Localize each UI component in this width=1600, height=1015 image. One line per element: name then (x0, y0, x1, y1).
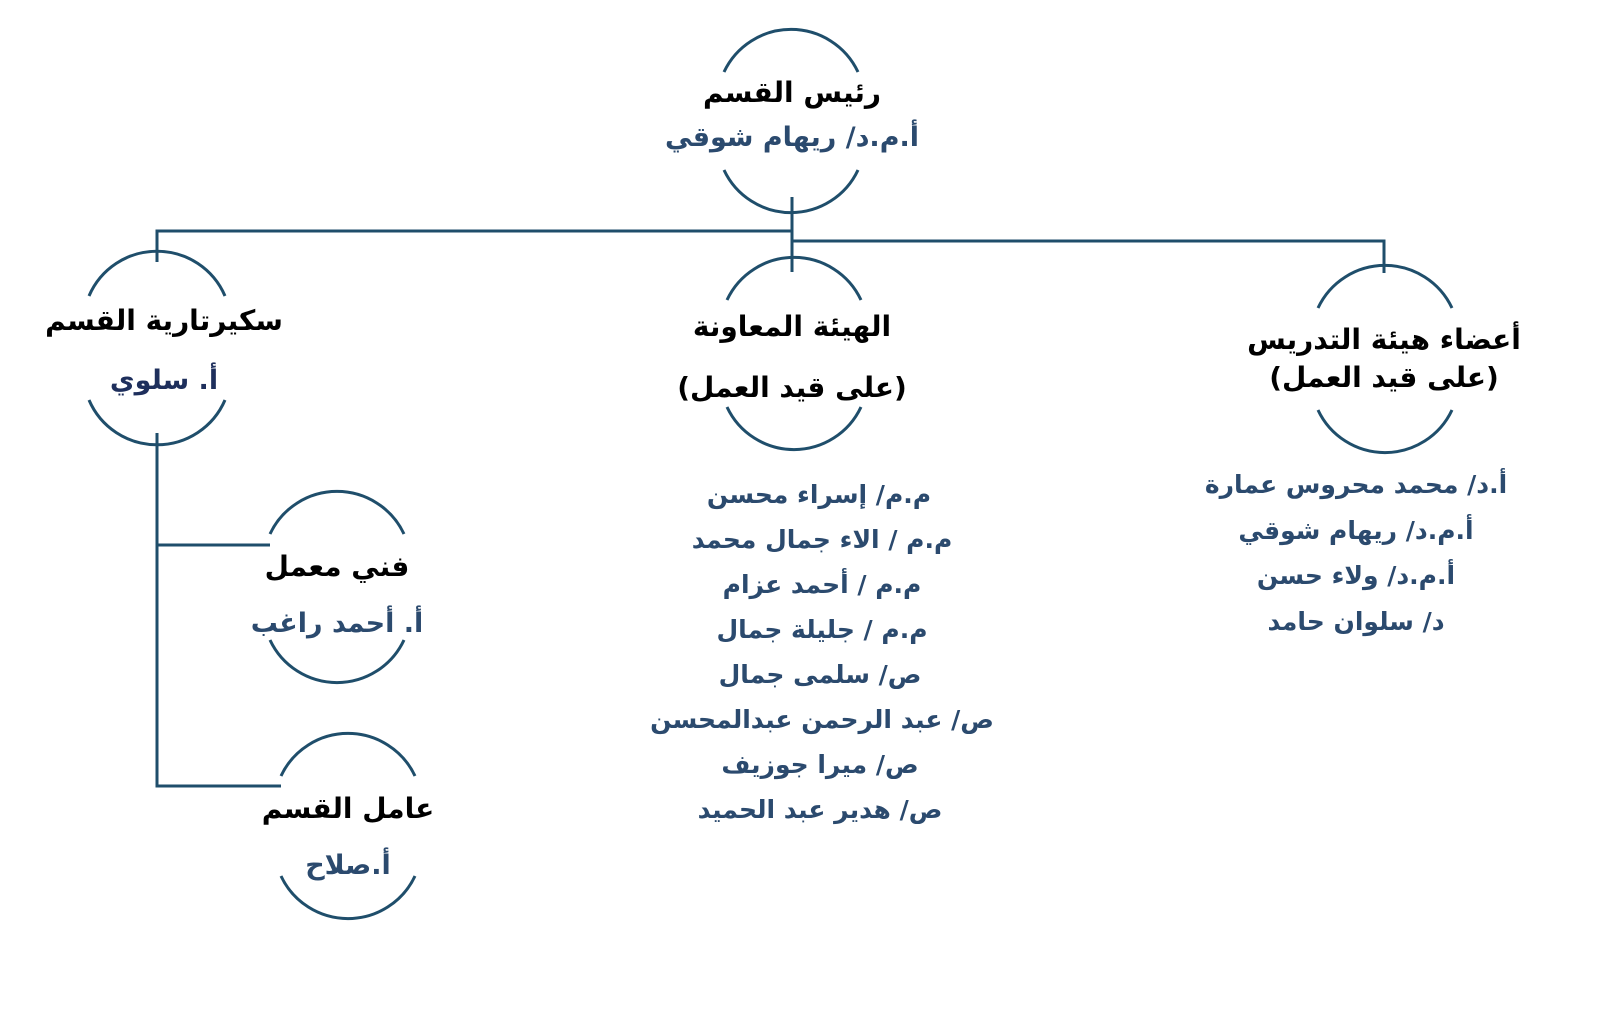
assistants-node-bottom-arc (725, 406, 863, 452)
assistants-member-3: م.م / أحمد عزام (722, 570, 922, 599)
connector-head-to-secretariat (155, 197, 794, 262)
worker-title: عامل القسم (261, 792, 435, 825)
head-title: رئيس القسم (702, 76, 882, 109)
faculty-member-4: د/ سلوان حامد (1267, 607, 1445, 636)
worker-node-bottom-arc (279, 875, 417, 921)
worker-name: أ.صلاح (305, 850, 391, 881)
assistants-node-top-arc (725, 255, 863, 301)
faculty-title: أعضاء هيئة التدريس (1247, 323, 1521, 356)
lab-node-top-arc (268, 489, 406, 535)
head-node-top-arc (722, 27, 860, 73)
assistants-member-6: ص/ عبد الرحمن عبدالمحسن (650, 705, 994, 734)
worker-node-top-arc (279, 731, 417, 777)
connector-secretariat-to-worker (155, 433, 281, 788)
assistants-member-5: ص/ سلمى جمال (718, 660, 922, 689)
faculty-subtitle: (على قيد العمل) (1269, 361, 1499, 394)
assistants-member-8: ص/ هدير عبد الحميد (697, 795, 943, 824)
assistants-member-2: م.م / الاء جمال محمد (691, 525, 953, 554)
secretariat-name: أ. سلوي (109, 365, 219, 396)
assistants-member-1: م.م/ إسراء محسن (706, 480, 932, 509)
assistants-subtitle: (على قيد العمل) (677, 371, 907, 404)
lab-technician-title: فني معمل (264, 550, 410, 583)
faculty-node-bottom-arc (1316, 409, 1454, 455)
faculty-member-2: أ.م.د/ ريهام شوقي (1238, 516, 1474, 545)
faculty-member-1: أ.د/ محمد محروس عمارة (1204, 470, 1508, 499)
assistants-member-4: م.م / جليلة جمال (716, 615, 928, 644)
secretariat-title: سكيرتارية القسم (45, 304, 283, 337)
assistants-member-7: ص/ ميرا جوزيف (721, 750, 919, 779)
faculty-member-3: أ.م.د/ ولاء حسن (1256, 561, 1456, 590)
assistants-title: الهيئة المعاونة (692, 310, 892, 343)
lab-node-bottom-arc (268, 639, 406, 685)
head-name: أ.م.د/ ريهام شوقي (665, 122, 919, 153)
connector-head-to-faculty (790, 231, 1386, 273)
lab-technician-name: أ. أحمد راغب (250, 608, 424, 639)
